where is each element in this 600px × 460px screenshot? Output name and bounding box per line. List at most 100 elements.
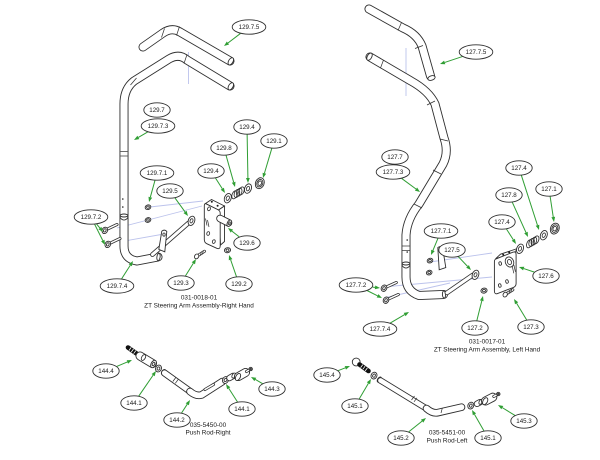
leader-line	[246, 134, 249, 179]
leader-arrowhead	[403, 312, 409, 317]
balloon-label: 129.1	[266, 138, 282, 145]
leader-arrowhead	[126, 360, 132, 364]
leader-line	[225, 155, 235, 183]
leader-line	[184, 262, 194, 277]
leader-arrowhead	[151, 371, 156, 377]
balloon-127.7.3	[375, 164, 411, 180]
leader-arrowhead	[524, 231, 528, 237]
leader-arrowhead	[551, 216, 556, 222]
leader-arrowhead	[228, 255, 233, 261]
balloon-145.2	[387, 430, 415, 446]
leader-arrowhead	[231, 181, 236, 187]
leader-arrowhead	[246, 178, 250, 183]
leader-arrowhead	[191, 259, 196, 265]
leader-line	[230, 259, 237, 277]
balloon-label: 127.7.3	[383, 169, 404, 176]
caption-part-number: 035-5450-00	[190, 422, 227, 429]
balloon-129.7.5	[231, 19, 267, 35]
balloon-129.7	[143, 102, 171, 118]
caption-part-number: 031-0017-01	[469, 339, 506, 346]
balloon-145.1	[474, 430, 502, 446]
caption-title: Push Rod-Left	[427, 438, 468, 445]
locknuts	[425, 257, 434, 276]
leader-line	[215, 177, 223, 190]
annotations-push-rod-right: 144.4144.1144.2144.1144.3035-5450-00Push…	[92, 360, 286, 437]
leader-line	[255, 379, 263, 385]
balloon-label: 129.8	[216, 145, 232, 152]
hex-nut	[480, 287, 488, 294]
caption-part-number: 035-5451-00	[429, 430, 466, 437]
set-screw	[193, 249, 206, 260]
leader-line	[121, 264, 131, 280]
mounting-bolts	[380, 281, 400, 304]
lower-elbow-tube	[119, 209, 163, 266]
balloon-129.1	[260, 133, 288, 149]
leader-line	[457, 256, 468, 267]
balloon-label: 129.7	[149, 107, 165, 114]
balloon-label: 127.7.4	[370, 326, 391, 333]
leader-arrowhead	[366, 379, 371, 385]
leader-line	[474, 414, 485, 432]
balloon-127.8	[495, 187, 523, 203]
leader-line	[94, 224, 104, 241]
balloon-label: 144.3	[264, 386, 280, 393]
washer-stack	[223, 177, 265, 204]
leader-line	[181, 403, 188, 414]
locknuts	[144, 204, 152, 223]
leader-line	[96, 223, 101, 229]
balloon-129.7.4	[99, 278, 135, 294]
leader-line	[523, 268, 535, 273]
leader-arrowhead	[374, 285, 380, 290]
balloon-label: 127.7	[387, 154, 403, 161]
balloon-127.4	[505, 160, 533, 176]
balloon-label: 129.5	[162, 188, 178, 195]
balloon-label: 145.4	[319, 372, 335, 379]
caption-title: ZT Steering Arm Assembly, Left Hand	[434, 347, 541, 354]
leader-arrowhead	[224, 41, 230, 46]
balloon-label: 127.1	[541, 186, 557, 193]
balloon-label: 127.7.2	[346, 282, 367, 289]
end-hardware	[222, 366, 253, 384]
balloon-label: 129.2	[231, 281, 247, 288]
balloon-127.7.5	[458, 44, 494, 60]
leader-line	[263, 148, 273, 174]
leader-line	[367, 290, 378, 297]
balloon-label: 129.4	[203, 168, 219, 175]
leader-line	[501, 407, 516, 416]
balloon-127.6	[532, 268, 560, 284]
leader-arrowhead	[519, 266, 525, 271]
balloon-127.3	[517, 319, 545, 335]
rod-body	[376, 376, 466, 417]
balloon-129.7.2	[73, 209, 109, 225]
balloon-129.5	[156, 183, 184, 199]
balloon-145.3	[510, 413, 538, 429]
leader-arrowhead	[498, 405, 504, 410]
leader-line	[358, 383, 369, 400]
balloon-label: 127.6	[538, 273, 554, 280]
balloon-label: 127.2	[467, 325, 483, 332]
leader-arrowhead	[128, 261, 133, 267]
flat-washer	[187, 215, 196, 226]
balloon-145.1	[341, 398, 369, 414]
leader-arrowhead	[414, 187, 420, 192]
leader-arrowhead	[479, 296, 484, 302]
annotations-steering-arm-left: 127.7.5127.7127.7.3127.4127.1127.8127.41…	[338, 44, 563, 354]
balloon-label: 145.1	[480, 435, 496, 442]
rod-body	[160, 368, 227, 400]
balloon-129.2	[225, 276, 253, 292]
balloon-label: 129.7.5	[239, 24, 260, 31]
leader-arrowhead	[420, 418, 426, 423]
balloon-145.4	[313, 367, 341, 383]
washer-stack	[515, 222, 560, 254]
leader-arrowhead	[440, 60, 446, 65]
balloon-label: 129.4	[239, 124, 255, 131]
balloon-label: 129.7.1	[147, 170, 168, 177]
balloon-label: 127.8	[501, 192, 517, 199]
balloon-144.2	[163, 412, 191, 428]
balloon-127.2	[461, 320, 489, 336]
steering-block	[203, 198, 233, 250]
balloon-label: 145.2	[393, 435, 409, 442]
steering-tube	[119, 51, 235, 221]
